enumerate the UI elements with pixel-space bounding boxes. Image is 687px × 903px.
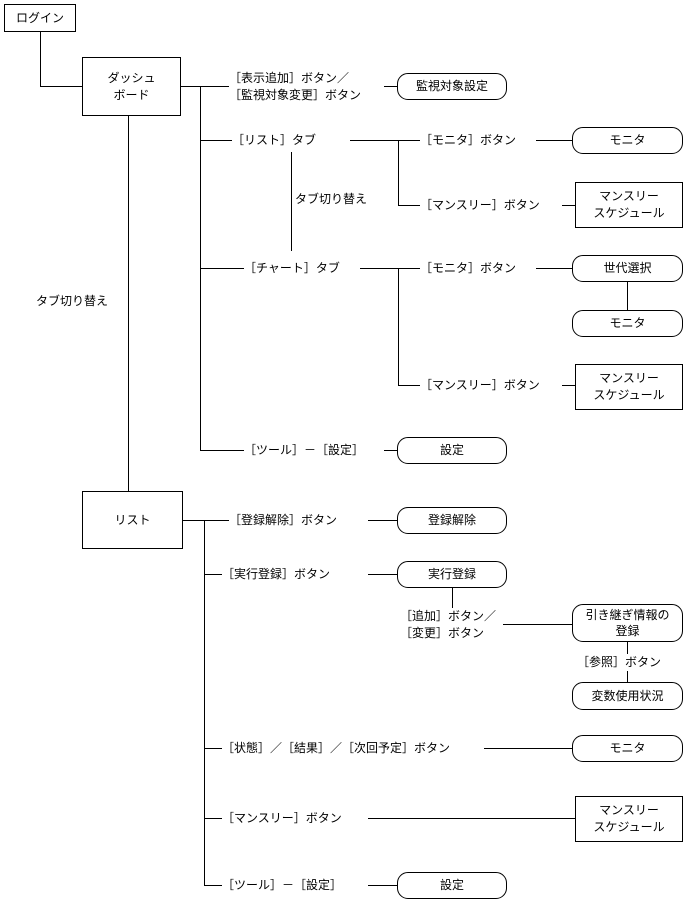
settings-box-2: 設定 <box>397 872 507 899</box>
unregister-button-label: ［登録解除］ボタン <box>229 512 338 529</box>
monitor-box-1: モニタ <box>572 127 683 154</box>
tab-switch-inner-label: タブ切り替え <box>295 191 368 208</box>
chart-tab-label: ［チャート］タブ <box>244 260 340 277</box>
reference-button-label: ［参照］ボタン <box>577 654 662 671</box>
tools-settings-label-2: ［ツール］－［設定］ <box>222 877 343 894</box>
handover-register-box: 引き継ぎ情報の 登録 <box>572 604 683 642</box>
monitor-button-label-2: ［モニタ］ボタン <box>420 260 517 277</box>
monitor-box-2: モニタ <box>572 310 683 337</box>
variable-usage-box: 変数使用状況 <box>572 682 683 710</box>
monthly-schedule-box-1: マンスリー スケジュール <box>575 182 683 228</box>
display-add-label: ［表示追加］ボタン／ ［監視対象変更］ボタン <box>229 70 362 104</box>
exec-register-button-label: ［実行登録］ボタン <box>222 566 331 583</box>
settings-box-1: 設定 <box>397 437 507 464</box>
monthly-schedule-box-3: マンスリー スケジュール <box>575 796 683 842</box>
add-change-button-label: ［追加］ボタン／ ［変更］ボタン <box>400 608 497 642</box>
dashboard-box: ダッシュ ボード <box>82 57 181 116</box>
list-tab-label: ［リスト］タブ <box>232 132 317 149</box>
exec-register-box: 実行登録 <box>397 561 507 588</box>
generation-select-box: 世代選択 <box>572 255 683 282</box>
monthly-button-label-2: ［マンスリー］ボタン <box>420 377 540 394</box>
monitor-box-3: モニタ <box>572 735 683 762</box>
monthly-schedule-box-2: マンスリー スケジュール <box>575 364 683 410</box>
monthly-button-label-3: ［マンスリー］ボタン <box>222 810 342 827</box>
monitor-settings-box: 監視対象設定 <box>397 73 507 100</box>
tools-settings-label-1: ［ツール］－［設定］ <box>244 442 365 459</box>
monthly-button-label-1: ［マンスリー］ボタン <box>420 197 540 214</box>
login-box: ログイン <box>4 4 76 32</box>
list-box: リスト <box>82 491 183 549</box>
tab-switch-outer-label: タブ切り替え <box>36 293 109 310</box>
status-result-next-button-label: ［状態］／［結果］／［次回予定］ボタン <box>222 740 451 757</box>
monitor-button-label-1: ［モニタ］ボタン <box>420 132 517 149</box>
unregister-box: 登録解除 <box>397 507 507 534</box>
